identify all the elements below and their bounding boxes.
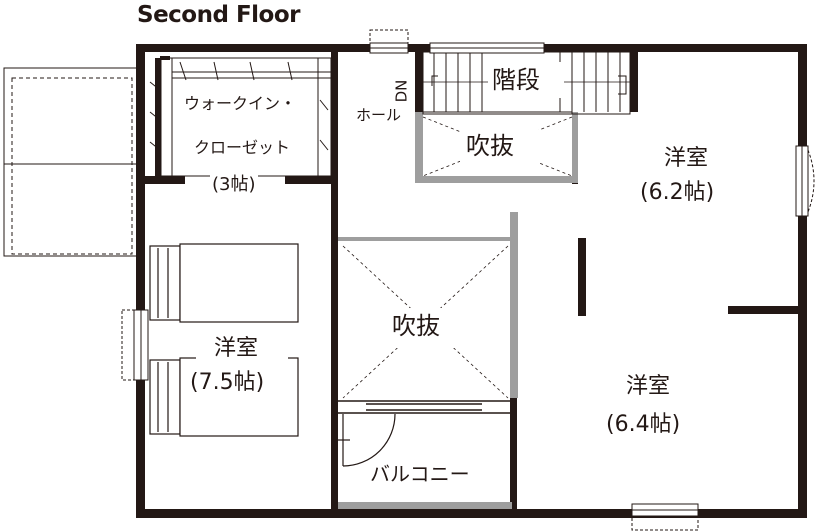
door-swing [338, 413, 396, 467]
void-center-label: 吹抜 [392, 312, 440, 340]
closet-label-line2: クローゼット [194, 138, 291, 157]
room-64-name: 洋室 [626, 374, 671, 399]
void-upper-label-bg [460, 130, 540, 166]
void-railings [338, 112, 578, 509]
closet-label-line1: ウォークイン・ [184, 94, 297, 113]
stairs-down-label: DN [392, 79, 411, 103]
room-75-name: 洋室 [214, 336, 259, 361]
balcony-window [338, 400, 510, 414]
room-64-size: (6.4帖) [606, 412, 681, 437]
room-75-size: (7.5帖) [190, 370, 265, 395]
hall-label: ホール [356, 106, 402, 124]
right-window [795, 145, 815, 217]
top-window-hall [369, 29, 409, 54]
closet-size: (3帖) [210, 174, 258, 196]
void-center-label-bg [385, 308, 465, 348]
void-upper-label: 吹抜 [466, 132, 514, 160]
room-62-name: 洋室 [664, 146, 709, 171]
room-75-label-bg [196, 332, 288, 402]
stairs-label-bg [488, 62, 564, 98]
bottom-window [631, 503, 699, 531]
page-title: Second Floor [137, 2, 301, 28]
balcony-label: バルコニー [370, 462, 470, 486]
room-62-size: (6.2帖) [640, 180, 715, 205]
closet-rods [149, 57, 332, 177]
bed-upper [149, 243, 299, 323]
void-center-cross [342, 245, 509, 399]
left-window [121, 309, 149, 381]
stairs-label: 階段 [492, 66, 540, 94]
outside-terrace [3, 67, 141, 257]
top-window-stairs [429, 42, 545, 54]
